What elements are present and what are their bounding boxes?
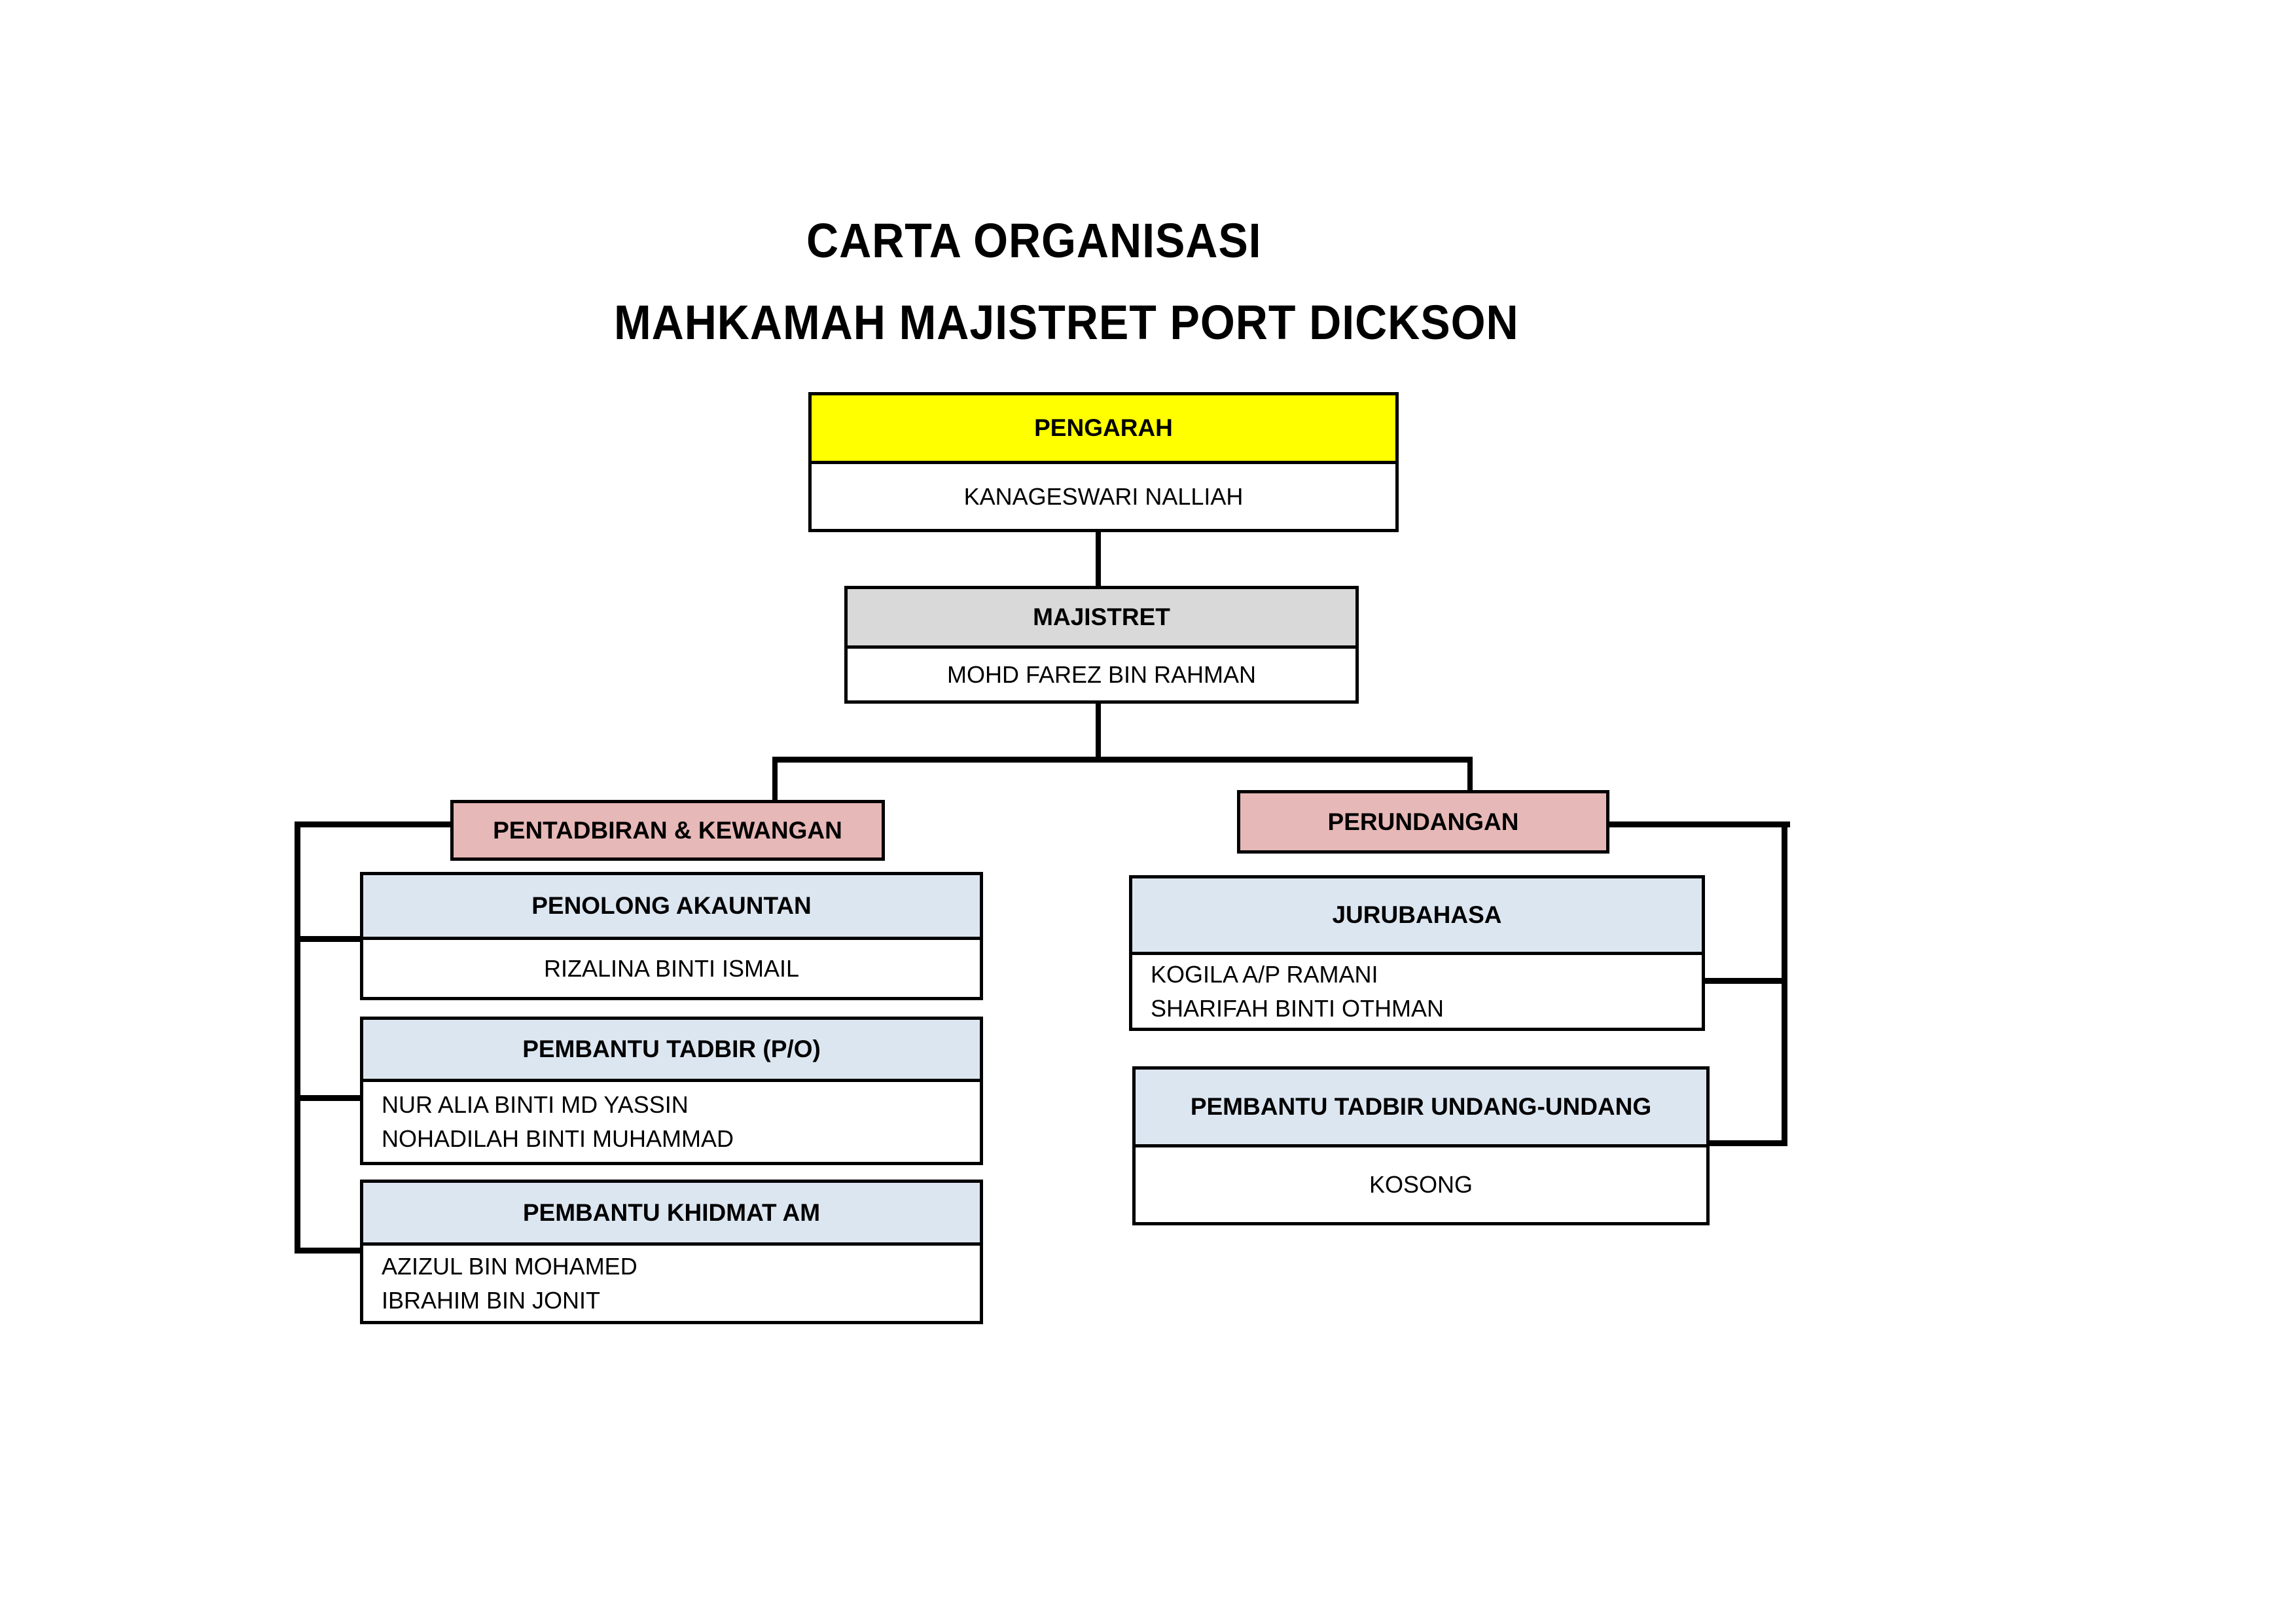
- unit-role: PEMBANTU TADBIR UNDANG-UNDANG: [1136, 1070, 1706, 1147]
- unit-pembantu-khidmat-am: PEMBANTU KHIDMAT AM AZIZUL BIN MOHAMED I…: [360, 1180, 983, 1324]
- staff-name: AZIZUL BIN MOHAMED: [382, 1252, 637, 1280]
- unit-role: PEMBANTU KHIDMAT AM: [363, 1183, 980, 1246]
- bracket-left-branch-3: [295, 1248, 361, 1254]
- staff-name: KOSONG: [1369, 1171, 1473, 1198]
- court-name: MAHKAMAH MAJISTRET PORT DICKSON: [614, 295, 1519, 350]
- unit-role: JURUBAHASA: [1132, 878, 1702, 955]
- staff-name: IBRAHIM BIN JONIT: [382, 1286, 601, 1314]
- staff-name: NUR ALIA BINTI MD YASSIN: [382, 1091, 689, 1118]
- pengarah-box: PENGARAH KANAGESWARI NALLIAH: [808, 392, 1399, 532]
- connector-to-pentadbiran: [772, 757, 778, 801]
- bracket-left-vertical: [295, 821, 300, 1254]
- unit-pembantu-tadbir: PEMBANTU TADBIR (P/O) NUR ALIA BINTI MD …: [360, 1017, 983, 1165]
- staff-name: NOHADILAH BINTI MUHAMMAD: [382, 1125, 734, 1152]
- bracket-right-branch-1: [1702, 978, 1787, 984]
- chart-title: CARTA ORGANISASI: [806, 213, 1262, 268]
- majistret-box: MAJISTRET MOHD FAREZ BIN RAHMAN: [844, 586, 1359, 704]
- unit-jurubahasa: JURUBAHASA KOGILA A/P RAMANI SHARIFAH BI…: [1129, 875, 1705, 1031]
- bracket-left-branch-2: [295, 1095, 361, 1101]
- bracket-right-vertical: [1782, 821, 1787, 1146]
- bracket-left-top: [295, 821, 452, 827]
- department-perundangan: PERUNDANGAN: [1237, 790, 1609, 854]
- pengarah-role: PENGARAH: [812, 395, 1395, 464]
- unit-penolong-akauntan: PENOLONG AKAUNTAN RIZALINA BINTI ISMAIL: [360, 872, 983, 1000]
- majistret-name: MOHD FAREZ BIN RAHMAN: [946, 660, 1257, 688]
- staff-name: KOGILA A/P RAMANI: [1151, 960, 1378, 988]
- connector-pengarah-majistret: [1096, 530, 1101, 588]
- staff-name: SHARIFAH BINTI OTHMAN: [1151, 994, 1444, 1022]
- unit-pembantu-tadbir-undang-undang: PEMBANTU TADBIR UNDANG-UNDANG KOSONG: [1132, 1066, 1710, 1225]
- majistret-role: MAJISTRET: [848, 589, 1355, 649]
- bracket-left-branch-1: [295, 936, 361, 942]
- bracket-right-top: [1607, 821, 1790, 827]
- bracket-right-branch-2: [1707, 1140, 1787, 1146]
- unit-role: PENOLONG AKAUNTAN: [363, 875, 980, 940]
- unit-role: PEMBANTU TADBIR (P/O): [363, 1020, 980, 1082]
- pengarah-name: KANAGESWARI NALLIAH: [963, 482, 1244, 510]
- connector-majistret-down: [1096, 702, 1101, 762]
- connector-horizontal-split: [772, 757, 1473, 763]
- department-pentadbiran-kewangan: PENTADBIRAN & KEWANGAN: [450, 800, 885, 861]
- connector-to-perundangan: [1467, 757, 1473, 792]
- staff-name: RIZALINA BINTI ISMAIL: [543, 954, 800, 982]
